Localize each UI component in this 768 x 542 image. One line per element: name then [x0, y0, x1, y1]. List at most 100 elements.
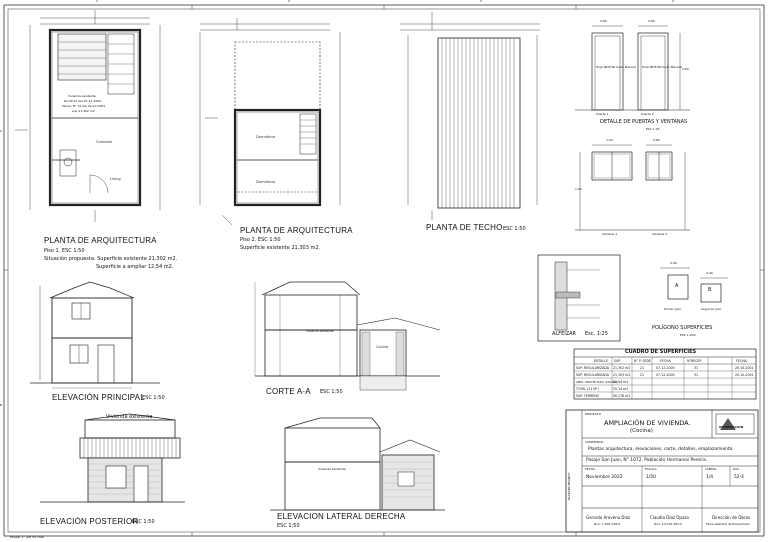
plan-2-surface: Superficie existente 21,303 m2.: [240, 245, 321, 251]
section-room-cocina: Cocina: [376, 345, 389, 349]
plan-roof: [400, 12, 540, 220]
surface-table-title: CUADRO DE SUPERFICIES: [625, 349, 697, 355]
existing-note-2: Rol N°21 del 07-12-2000: [64, 99, 102, 103]
signature-3-name: Dirección de Obras: [712, 515, 751, 520]
sill-detail: [537, 254, 621, 342]
polygon-a-label: Primer piso: [664, 307, 681, 311]
table-cell: 12,54 m2: [613, 380, 629, 384]
window-1-width: 1,20: [606, 138, 613, 142]
existing-note-3: Obras: N° 31 del 20-10-2001: [62, 104, 106, 108]
escala-label: ESCALA: [645, 467, 657, 471]
sill-scale: Esc. 1:25: [585, 331, 608, 337]
table-cell: 21,303 m2: [613, 373, 631, 377]
section-title: CORTE A-A: [266, 387, 311, 396]
plan-1-title: PLANTA DE ARQUITECTURA: [44, 236, 157, 245]
rol-value: 52-4: [734, 475, 744, 480]
side-letter-a: A: [0, 129, 3, 133]
window-2-label: Ventana 2: [652, 232, 668, 236]
room-label-dormitorio-2: Dormitorio: [256, 180, 276, 184]
table-cell: SUP. REGULARIZADA: [576, 366, 609, 370]
section-room-existing: Vivienda existente: [306, 329, 334, 333]
table-header: FECHA: [660, 359, 671, 363]
door-height: 2,00: [682, 67, 689, 71]
window-2-width: 0,90: [653, 138, 660, 142]
table-cell: TOTAL (21 M²): [576, 387, 599, 391]
side-elevation-note: Vivienda existente: [318, 467, 346, 471]
section-aa: [254, 281, 441, 391]
rear-elevation-title: ELEVACIÓN POSTERIOR: [40, 517, 139, 526]
plan-1-surface-existing: Situación propuesta. Superficie existent…: [44, 256, 178, 262]
existing-note-1: Vivienda existente: [68, 94, 96, 98]
rol-label: ROL: [733, 467, 740, 471]
title-block-logo: INFORMACIÓN: [719, 425, 744, 429]
door-1-note: Hoja MDF/Terciado Masonil: [596, 65, 637, 69]
surface-table: [573, 348, 757, 400]
table-header: N° P. SEDE: [634, 359, 651, 363]
signature-1-name: Gerardo Aravena Díaz: [586, 515, 631, 520]
window-1-label: Ventana 1: [602, 232, 618, 236]
polygon-title: POLÍGONO SUPERFICIES: [652, 325, 713, 331]
room-label-dormitorio-1: Dormitorio: [256, 135, 276, 139]
table-cell: 21: [640, 366, 645, 370]
roof-plan-title: PLANTA DE TECHO: [426, 223, 503, 232]
elevation-rear: [40, 413, 185, 503]
escala-value: 1/50: [646, 475, 656, 480]
sill-title: ALFEIZAR: [552, 331, 577, 337]
polygon-b-label: Segundo piso: [701, 307, 722, 311]
signature-2-name: Claudia Díaz Opazo: [650, 515, 689, 520]
rear-elevation-note: Vivienda existente: [106, 414, 153, 420]
signature-2-run: Run: 10.076.383-5: [654, 522, 682, 526]
elevation-front: [30, 281, 160, 389]
table-cell: AMPL. PROYECTADA (COCINA): [576, 380, 618, 384]
front-elevation-scale: ESC 1:50: [142, 395, 165, 401]
plan-2-scale: Piso 2. ESC 1:50: [240, 237, 281, 243]
polygon-b-letter: B: [708, 287, 712, 293]
doors-detail-scale: ESC 1:25: [646, 127, 660, 131]
table-cell: SUP. TERRENO: [576, 394, 600, 398]
table-header: SUP: [614, 359, 621, 363]
table-header: DETALLE: [594, 359, 608, 363]
table-cell: 21,302 m2: [613, 366, 631, 370]
table-cell: 21: [640, 373, 645, 377]
table-cell: SUP. REGULARIZADA: [576, 373, 609, 377]
plan-2-title: PLANTA DE ARQUITECTURA: [240, 226, 353, 235]
front-elevation-title: ELEVACIÓN PRINCIPAL: [52, 393, 145, 402]
border-number-2: 2: [288, 0, 290, 3]
polygon-scale: ESC 1:200: [680, 333, 696, 337]
doors-detail-title: DETALLE DE PUERTAS Y VENTANAS: [600, 119, 688, 125]
door-2-label: Puerta 2: [641, 112, 654, 116]
roof-plan-scale: ESC 1:50: [503, 226, 526, 232]
contenido-value: Plantas arquitectura, elevaciones, corte…: [588, 447, 734, 452]
side-elevation-title: ELEVACION LATERAL DERECHA: [277, 512, 406, 521]
signature-3-sub: Municipalidad de Empedrado: [706, 522, 750, 526]
elevation-side: [270, 417, 445, 511]
polygon-a-letter: A: [675, 283, 679, 289]
table-header: FECHA: [736, 359, 747, 363]
door-1-width: 0,80: [600, 19, 607, 23]
table-header: N°RECEP: [687, 359, 702, 363]
side-elevation-scale: ESC 1:50: [277, 523, 300, 529]
door-2-width: 0,80: [648, 19, 655, 23]
table-cell: 31: [694, 373, 699, 377]
border-number-4: 4: [672, 0, 674, 3]
side-letter-b: B: [0, 403, 3, 407]
plan-floor-2: [199, 18, 341, 226]
project-name: AMPLIACIÓN DE VIVIENDA.: [604, 419, 691, 427]
section-scale: ESC 1:50: [320, 389, 343, 395]
table-cell: 31: [694, 366, 699, 370]
rear-elevation-scale: ESC 1:50: [132, 519, 155, 525]
signature-1-run: Run: 7.300.338-6: [594, 522, 620, 526]
surface-polygon: [660, 267, 728, 303]
table-cell: 90,278 m2: [613, 394, 631, 398]
plan-floor-1: [15, 10, 161, 222]
window-1-height: 1,00: [575, 187, 582, 191]
existing-note-4: sup 21,302 m2: [72, 109, 95, 113]
title-block-side-title: PLAZARA PROJECT: [567, 472, 571, 500]
door-2-note: Hoja MDF/Terciado Masonil: [642, 65, 683, 69]
lamina-label: LÁMINA: [705, 467, 717, 471]
polygon-b-dim: 4,40: [706, 271, 713, 275]
contenido-label: CONTENIDO: [585, 440, 604, 444]
polygon-a-dim: 4,40: [670, 261, 677, 265]
title-block: [565, 409, 759, 533]
